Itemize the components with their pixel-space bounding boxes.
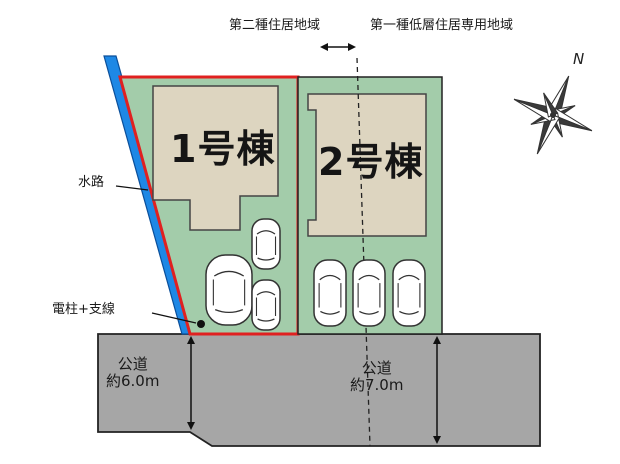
zone-label-left: 第二種住居地域 [229,18,321,33]
building-1 [152,85,279,231]
utility-pole-marker [197,320,205,328]
road-width-dimension-1 [187,336,195,430]
road-1-width: 約6.0m [106,372,160,391]
road-label-1: 公道 約6.0m [106,355,160,391]
parking-car-icon [352,259,386,327]
pole-leader-line [151,312,197,324]
lot-1-label: 1号棟 [170,127,276,171]
pole-label: 電柱+支線 [52,302,115,317]
parking-car-icon [313,259,347,327]
building-2 [307,93,427,237]
road-width-dimension-2 [433,336,441,444]
road-area [97,333,541,447]
parking-car-icon [392,259,426,327]
road-1-name: 公道 [117,355,148,373]
waterway-leader-line [115,185,149,191]
compass-north-label: N [573,50,585,68]
compass-rose [513,75,593,155]
parking-car-icon [205,254,253,326]
lot-2-label: 2号棟 [318,140,424,184]
road-2-width: 約7.0m [350,376,404,395]
waterway-label: 水路 [78,175,105,190]
zoning-boundary-line [356,57,371,447]
parking-car-icon [251,279,281,331]
zoning-arrows [320,43,356,51]
zone-label-right: 第一種低層住居専用地域 [370,18,514,33]
parking-car-icon [251,218,281,270]
road-label-2: 公道 約7.0m [350,359,404,395]
road-2-name: 公道 [361,359,392,377]
